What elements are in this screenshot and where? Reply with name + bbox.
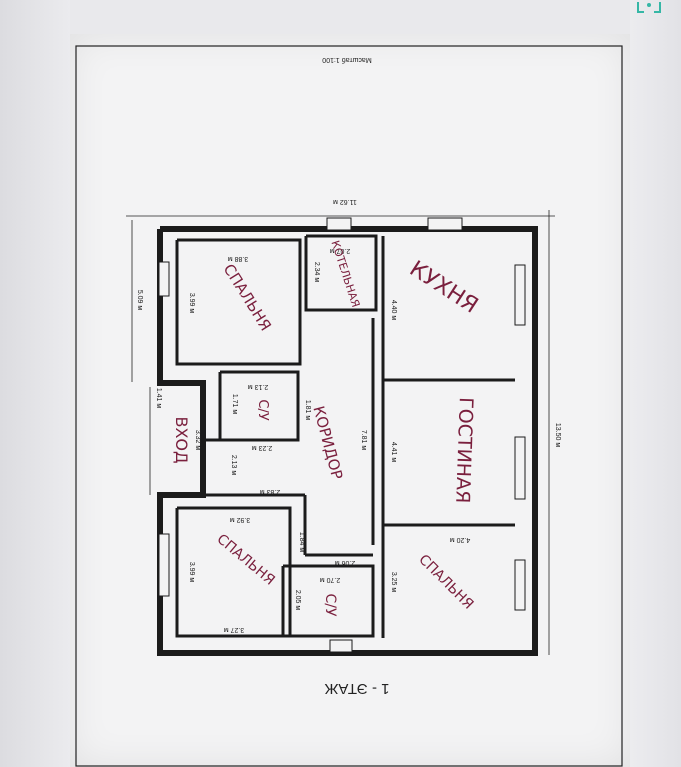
scale-label: Масштаб 1:100 xyxy=(322,56,372,64)
dim-corridor-w1: 2.23 м xyxy=(252,444,273,451)
outer-walls xyxy=(157,226,538,656)
scan-corner-icon xyxy=(637,2,661,13)
dim-bedroom1-h: 3.99 м xyxy=(188,293,195,314)
dim-bedroom3-h: 3.25 м xyxy=(390,572,397,593)
paper-edge-left xyxy=(0,0,70,767)
paper-edge-right xyxy=(630,0,681,767)
label-bedroom1: СПАЛЬНЯ xyxy=(220,261,275,334)
dimension-labels: 11.62 м 13.50 м 5.09 м 1.41 м 3.32 м 3.8… xyxy=(136,198,561,633)
dim-left-top: 5.09 м xyxy=(136,290,143,311)
label-entry: ВХОД xyxy=(172,416,191,463)
dim-bedroom2-w: 3.92 м xyxy=(230,516,251,523)
label-kitchen: КУХНЯ xyxy=(405,256,482,318)
dim-bedroom2-hsmall: 1.84 м xyxy=(298,532,305,553)
dim-bedroom2-wbottom: 3.27 м xyxy=(224,626,245,633)
dim-bath2-w: 2.70 м xyxy=(320,576,341,583)
label-living: ГОСТИНАЯ xyxy=(451,397,477,504)
windows xyxy=(158,217,526,653)
dim-corridor-w2: 2.13 м xyxy=(230,455,237,476)
dim-left-entry: 1.41 м xyxy=(155,388,162,409)
dim-boiler-h: 2.34 м xyxy=(313,262,320,283)
dim-bedroom1-w: 3.88 м xyxy=(228,255,249,262)
dim-living-h: 4.41 м xyxy=(390,442,397,463)
label-bath2: С/У xyxy=(322,593,338,616)
dim-left-mid: 3.32 м xyxy=(194,430,201,451)
label-bath1: С/У xyxy=(255,399,270,420)
dim-corridor-h1: 1.81 м xyxy=(304,400,311,421)
dim-bath2-wtop: 2.06 м xyxy=(335,559,356,566)
floor-title: 1 - ЭТАЖ xyxy=(324,680,389,697)
label-corridor: КОРИДОР xyxy=(309,404,346,481)
dim-corridor-h2: 7.81 м xyxy=(360,430,367,451)
dim-kitchen-h: 4.40 м xyxy=(390,300,397,321)
dim-overall-height: 13.50 м xyxy=(554,423,561,447)
interior-walls xyxy=(175,234,515,638)
dim-bedroom2-h: 3.99 м xyxy=(188,562,195,583)
sheet-border xyxy=(75,45,623,767)
dim-boiler-w: 2.07 м xyxy=(330,247,351,254)
dim-overall-width: 11.62 м xyxy=(333,198,357,205)
dim-corridor-w3: 2.83 м xyxy=(260,488,281,495)
dim-bedroom3-w: 4.20 м xyxy=(450,536,471,543)
dim-bath1-w: 2.13 м xyxy=(248,383,269,390)
dim-bath2-h: 2.05 м xyxy=(294,590,301,611)
dim-bath1-h: 1.71 м xyxy=(231,394,238,415)
label-bedroom3: СПАЛЬНЯ xyxy=(415,552,476,613)
dimension-lines xyxy=(126,210,555,655)
label-bedroom2: СПАЛЬНЯ xyxy=(214,531,278,588)
